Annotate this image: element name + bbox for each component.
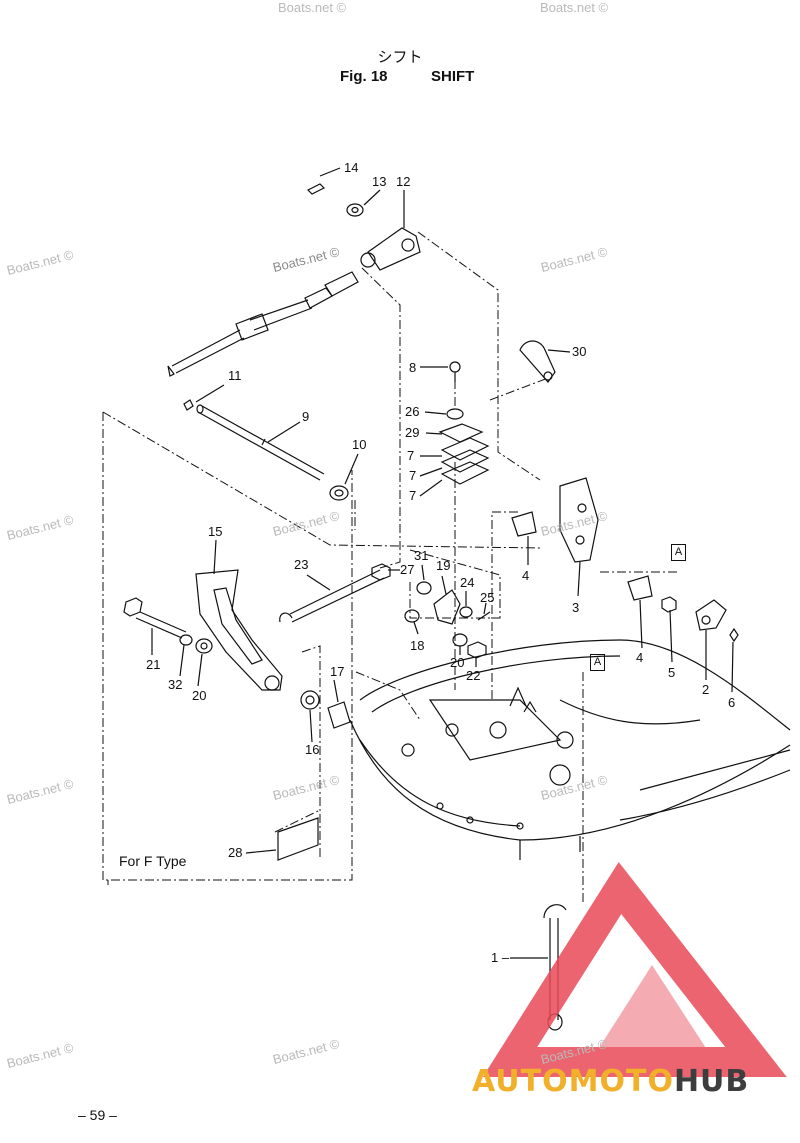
part-label-24: 24: [460, 575, 475, 590]
part-label-20: 20: [192, 688, 207, 703]
part-label-10: 10: [352, 437, 367, 452]
part-label-26: 26: [405, 404, 420, 419]
part-label-8: 8: [409, 360, 417, 375]
brand-part-1: AUTO: [472, 1064, 569, 1099]
part-label-18: 18: [410, 638, 425, 653]
part-label-20: 20: [450, 655, 465, 670]
brand-part-3: HUB: [673, 1064, 750, 1099]
part-label-27: 27: [400, 562, 415, 577]
automotohub-logo-icon: [482, 861, 787, 1077]
part-label-16: 16: [305, 742, 320, 757]
part-label-11: 11: [228, 368, 242, 383]
title-japanese: シフト: [377, 48, 423, 66]
part-label-7: 7: [409, 488, 417, 503]
page-number: – 59 –: [78, 1107, 117, 1123]
reference-marker-a: A: [671, 544, 686, 561]
part-label-13: 13: [372, 174, 387, 189]
part-label-9: 9: [302, 409, 310, 424]
part-label-6: 6: [728, 695, 736, 710]
brand-logo-text: AUTOMOTOHUB: [472, 1064, 749, 1099]
figure-number: Fig. 18: [340, 68, 388, 85]
part-label-15: 15: [208, 524, 223, 539]
part-label-31: 31: [414, 548, 429, 563]
part-label-1: 1 –: [491, 950, 510, 965]
watermark: Boats.net ©: [540, 0, 609, 15]
variant-note: For F Type: [119, 853, 187, 869]
part-label-23: 23: [294, 557, 309, 572]
part-label-25: 25: [480, 590, 495, 605]
watermark: Boats.net ©: [278, 0, 347, 15]
part-label-7: 7: [409, 468, 417, 483]
part-label-2: 2: [702, 682, 710, 697]
part-label-12: 12: [396, 174, 411, 189]
part-label-3: 3: [572, 600, 580, 615]
figure-title: SHIFT: [431, 68, 475, 85]
part-label-5: 5: [668, 665, 676, 680]
part-label-4: 4: [522, 568, 530, 583]
part-label-4: 4: [636, 650, 644, 665]
part-label-19: 19: [436, 558, 451, 573]
part-label-28: 28: [228, 845, 243, 860]
reference-marker-a: A: [590, 654, 605, 671]
part-label-21: 21: [146, 657, 161, 672]
brand-part-2: MOTO: [568, 1064, 674, 1099]
part-label-30: 30: [572, 344, 587, 359]
part-label-17: 17: [330, 664, 345, 679]
part-label-22: 22: [466, 668, 481, 683]
part-label-32: 32: [168, 677, 183, 692]
part-label-14: 14: [344, 160, 359, 175]
part-label-29: 29: [405, 425, 420, 440]
part-label-7: 7: [407, 448, 415, 463]
